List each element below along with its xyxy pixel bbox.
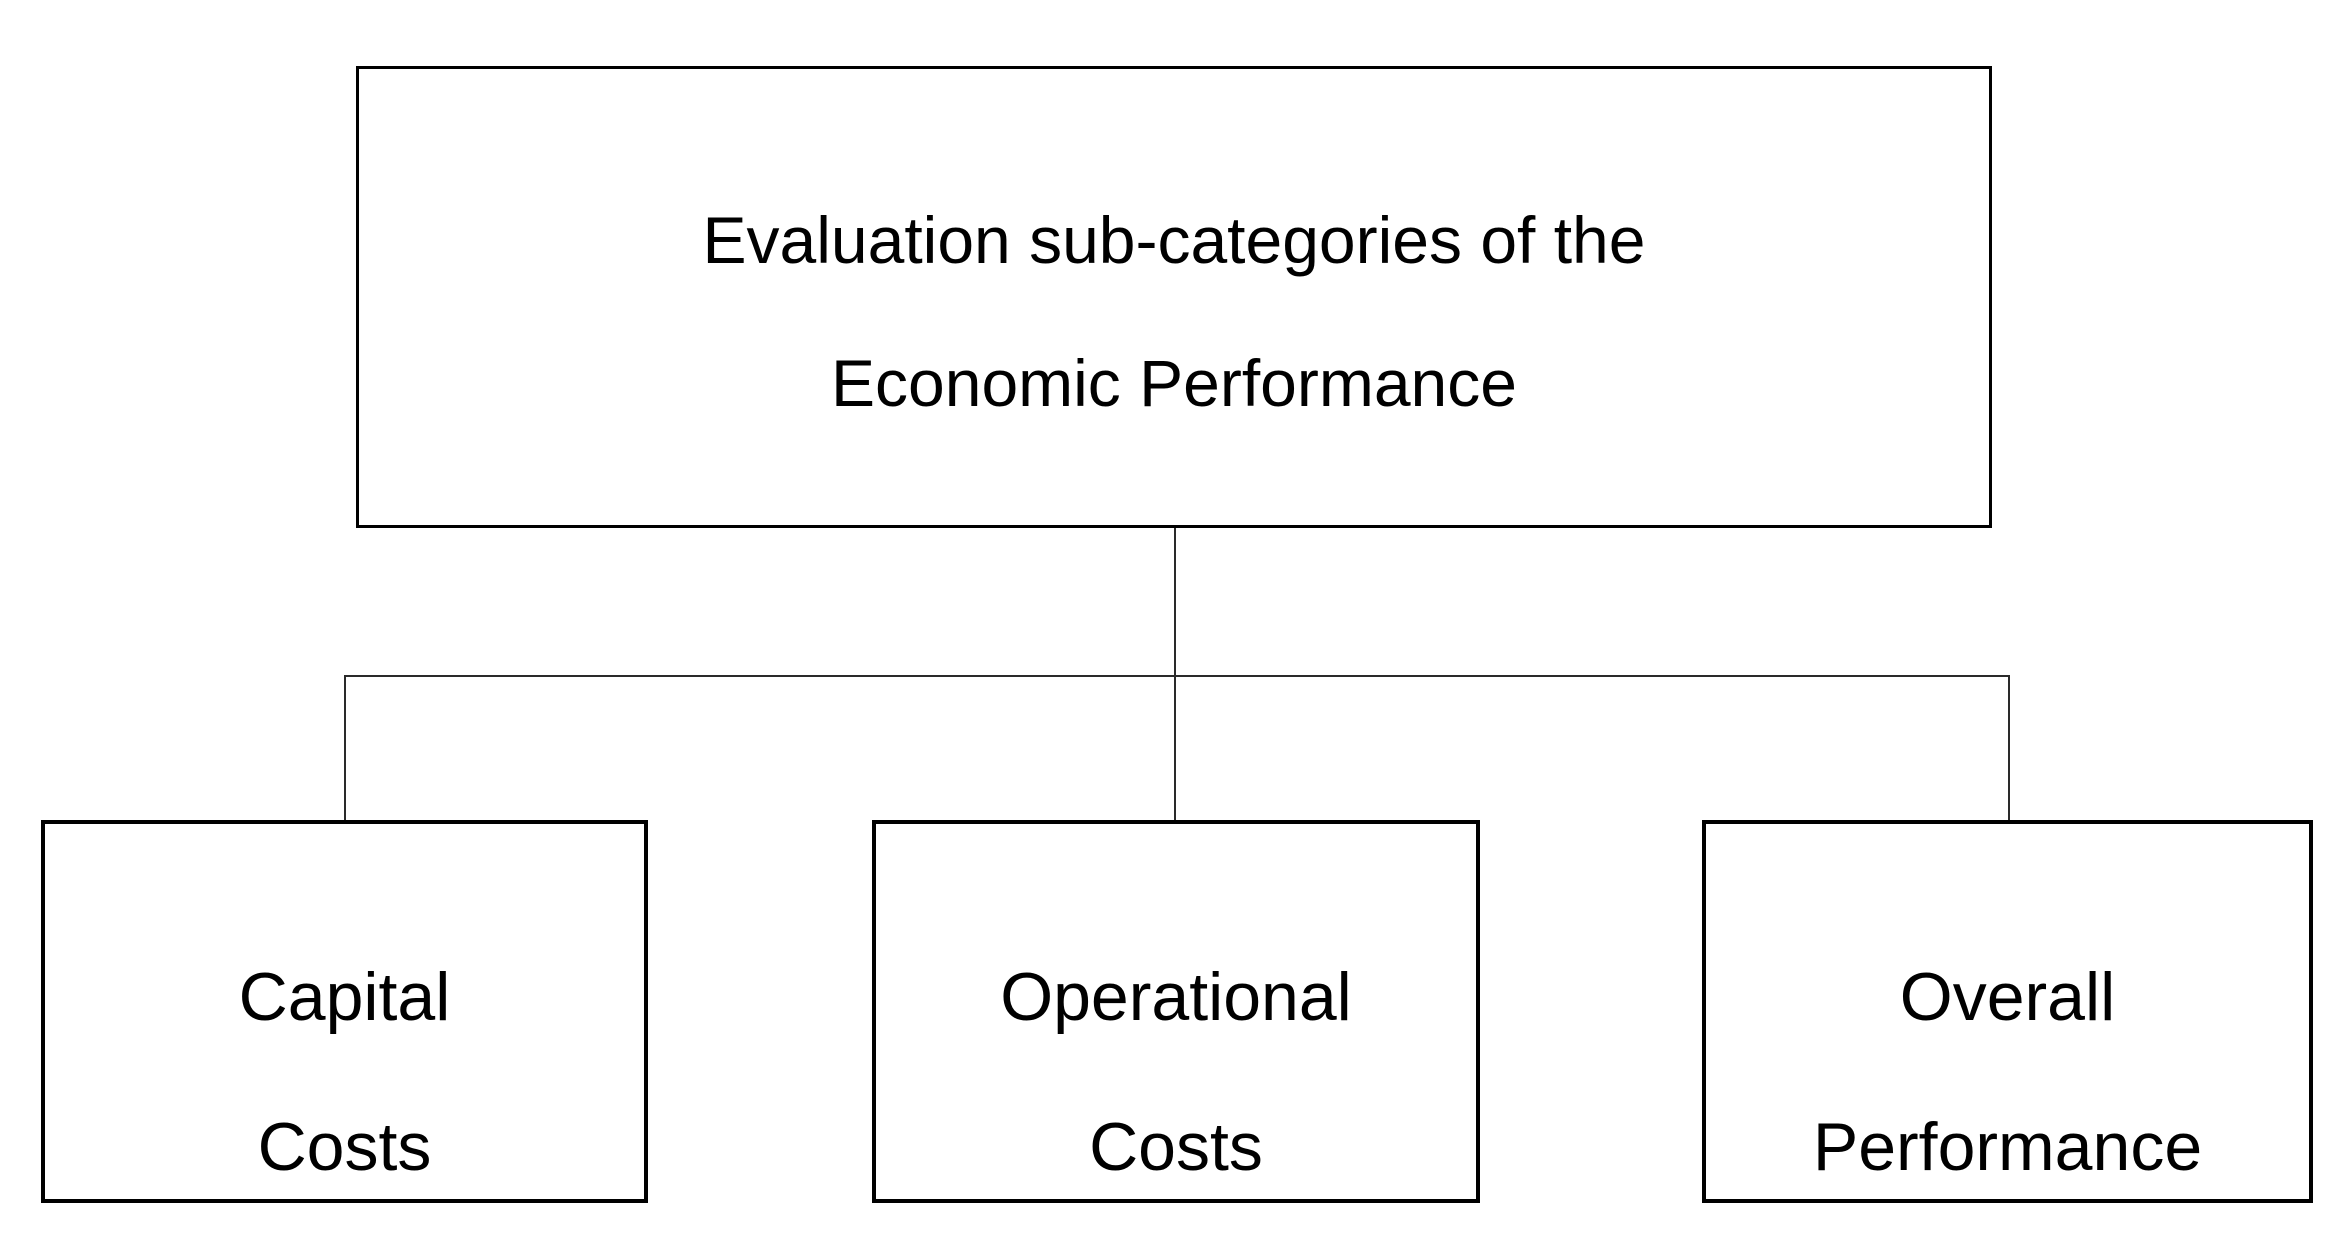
node-capital-costs: Capital Costs xyxy=(41,820,648,1203)
root-label-line-1: Evaluation sub-categories of the xyxy=(702,203,1646,277)
overall-label-line-2: Performance xyxy=(1812,1109,2203,1185)
connector-horizontal-rail xyxy=(344,675,2010,677)
node-overall-performance: Overall Performance xyxy=(1702,820,2313,1203)
node-operational-costs: Operational Costs xyxy=(872,820,1480,1203)
connector-drop-operational xyxy=(1174,675,1176,820)
connector-drop-overall xyxy=(2008,675,2010,820)
operational-label-line-1: Operational xyxy=(1000,959,1352,1035)
connector-root-stem xyxy=(1174,528,1176,677)
node-economic-performance: Evaluation sub-categories of the Economi… xyxy=(356,66,1992,528)
root-label-line-2: Economic Performance xyxy=(831,346,1517,420)
overall-label-line-1: Overall xyxy=(1899,959,2116,1035)
capital-label-line-2: Costs xyxy=(257,1109,432,1185)
connector-drop-capital xyxy=(344,675,346,820)
operational-label-line-2: Costs xyxy=(1089,1109,1263,1185)
capital-label-line-1: Capital xyxy=(238,959,451,1035)
